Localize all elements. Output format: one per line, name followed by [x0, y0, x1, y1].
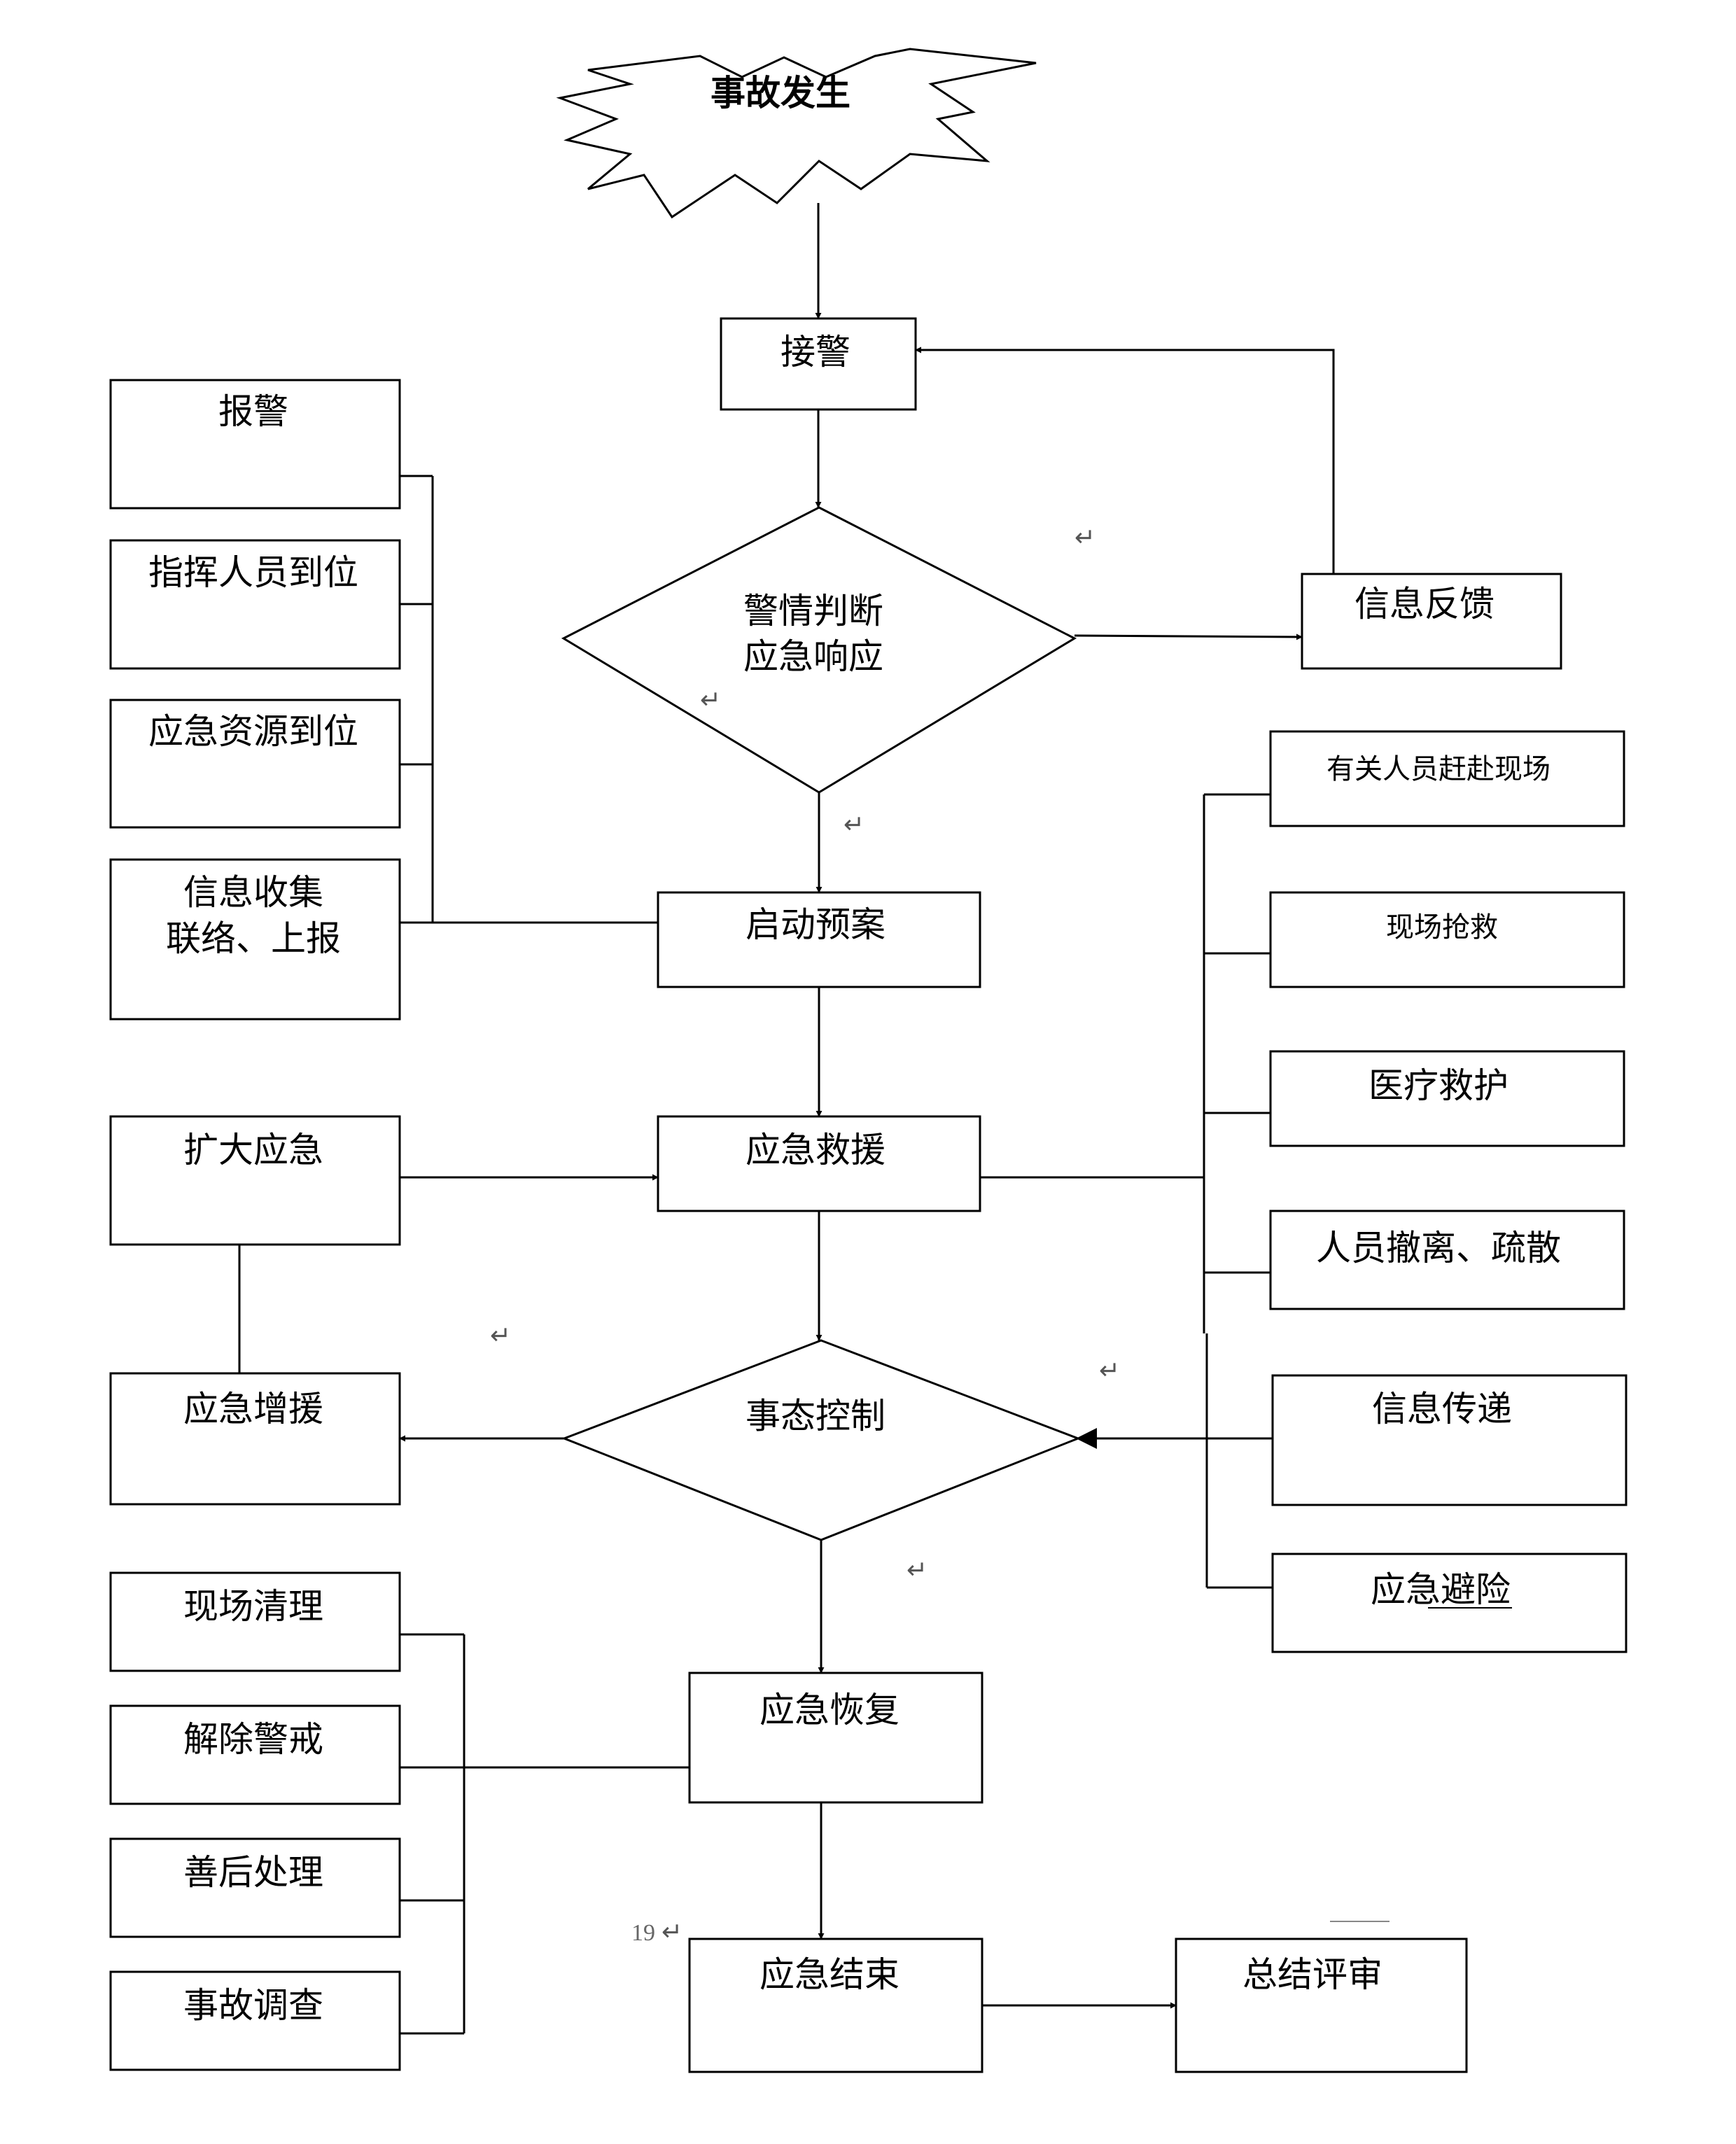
investigation-label: 事故调查	[183, 1986, 323, 2025]
resources-box	[109, 699, 401, 829]
medical-care-label: 医疗救护	[1368, 1066, 1508, 1105]
emergency-recovery-box	[688, 1672, 983, 1804]
start-plan-label: 启动预案	[746, 905, 886, 944]
report-alarm-label: 报警	[218, 392, 288, 431]
emergency-avoid-label: 应急避险	[1371, 1570, 1511, 1609]
emergency-reinforce-box	[109, 1372, 401, 1506]
situation-control-diamond	[561, 1339, 1082, 1541]
accident-starburst	[556, 48, 1037, 219]
paragraph-mark: ↵	[1099, 1356, 1120, 1385]
arrow-judge-to-feedback	[1074, 633, 1303, 640]
paragraph-mark: ↵	[1074, 523, 1096, 552]
personnel-rush-label: 有关人员赶赴现场	[1326, 754, 1550, 785]
aftermath-label: 善后处理	[183, 1853, 323, 1892]
evacuation-label: 人员撤离、疏散	[1316, 1228, 1561, 1268]
info-collect-label-line2: 联络、上报	[166, 919, 341, 958]
expand-response-label: 扩大应急	[183, 1130, 323, 1170]
info-collect-box	[109, 858, 401, 1021]
info-transfer-label: 信息传递	[1372, 1389, 1512, 1429]
judge-label-line2: 应急响应	[743, 637, 883, 676]
arrow-feedback-to-receive	[915, 346, 1335, 574]
paragraph-mark: ↵	[662, 1917, 682, 1946]
aftermath-box	[109, 1837, 401, 1938]
emergency-rescue-box	[657, 1115, 981, 1212]
info-collect-label-line1: 信息收集	[183, 873, 323, 912]
onsite-rescue-label: 现场抢救	[1386, 912, 1498, 943]
info-transfer-box	[1271, 1374, 1628, 1506]
site-cleanup-box	[109, 1571, 401, 1672]
emergency-avoid-box	[1271, 1553, 1628, 1653]
onsite-rescue-box	[1269, 891, 1625, 988]
emergency-end-label: 应急结束	[760, 1955, 899, 1994]
info-feedback-label: 信息反馈	[1354, 584, 1494, 624]
emergency-recovery-label: 应急恢复	[760, 1690, 899, 1730]
lift-alert-label: 解除警戒	[183, 1720, 323, 1759]
commanders-box	[109, 539, 401, 670]
judge-label-line1: 警情判断	[743, 591, 883, 631]
emergency-rescue-label: 应急救援	[746, 1130, 886, 1170]
medical-care-box	[1269, 1050, 1625, 1147]
emergency-end-box	[688, 1938, 983, 2073]
report-alarm-box	[109, 379, 401, 510]
info-feedback-box	[1301, 573, 1562, 670]
expand-response-box	[109, 1115, 401, 1246]
paragraph-mark: ↵	[700, 685, 721, 714]
commanders-label: 指挥人员到位	[148, 553, 358, 592]
accident-label: 事故发生	[710, 73, 850, 113]
paragraph-mark: ↵	[906, 1555, 927, 1584]
paragraph-mark: ↵	[844, 810, 864, 839]
emergency-reinforce-label: 应急增援	[183, 1389, 323, 1429]
receive-alarm-label: 接警	[780, 332, 850, 372]
paragraph-mark: ↵	[490, 1321, 511, 1350]
resources-label: 应急资源到位	[148, 712, 358, 751]
page-number: 19	[631, 1920, 655, 1946]
personnel-rush-box	[1269, 730, 1625, 827]
summary-review-box	[1175, 1938, 1468, 2073]
lift-alert-box	[109, 1704, 401, 1805]
site-cleanup-label: 现场清理	[183, 1587, 323, 1626]
receive-alarm-box	[720, 317, 917, 411]
summary-review-label: 总结评审	[1242, 1955, 1382, 1994]
situation-control-label: 事态控制	[746, 1396, 886, 1436]
investigation-box	[109, 1970, 401, 2071]
evacuation-box	[1269, 1210, 1625, 1310]
